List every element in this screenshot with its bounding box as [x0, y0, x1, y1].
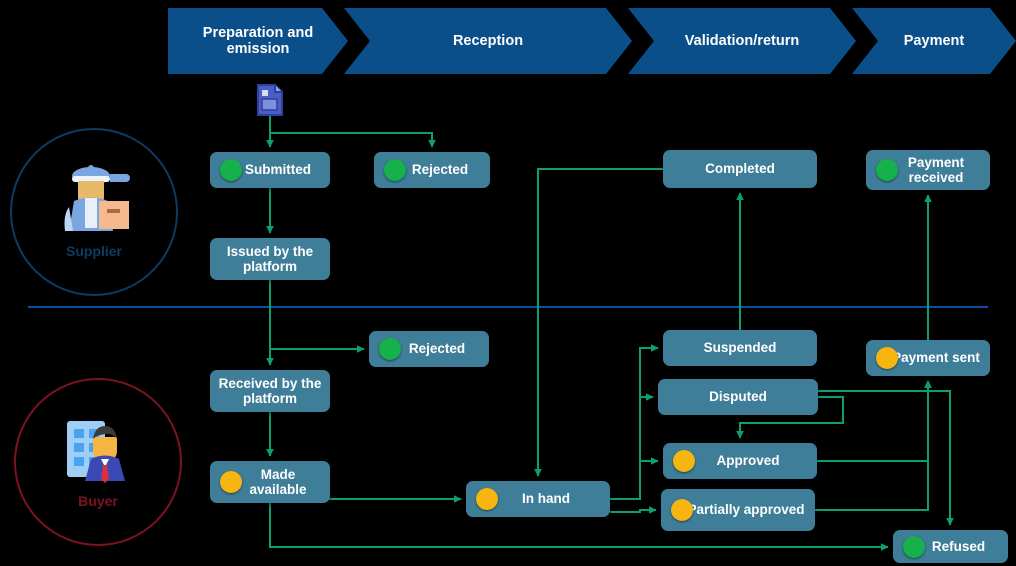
node-label: Made available	[249, 466, 307, 497]
node-disputed[interactable]: Disputed	[658, 379, 818, 415]
node-label: Suspended	[703, 340, 777, 356]
node-approved[interactable]: Approved	[663, 443, 817, 479]
node-label: Completed	[705, 161, 775, 177]
phase-chevron-0: Preparation and emission	[168, 8, 348, 74]
phase-label: Validation/return	[684, 32, 800, 49]
node-rejected-supplier[interactable]: Rejected	[374, 152, 490, 188]
invoice-document-icon	[256, 84, 284, 116]
node-label: Payment sent	[892, 350, 980, 366]
node-label: Submitted	[245, 162, 311, 178]
node-label: Rejected	[411, 162, 469, 178]
phase-chevron-3: Payment	[852, 8, 1016, 74]
lane-divider	[28, 306, 988, 308]
node-partially-approved[interactable]: Partially approved	[661, 489, 815, 531]
status-dot-amber	[476, 488, 498, 510]
node-completed[interactable]: Completed	[663, 150, 817, 188]
role-label: Buyer	[78, 493, 118, 509]
role-label: Supplier	[65, 243, 122, 259]
status-dot-amber	[673, 450, 695, 472]
node-label: Payment received	[907, 154, 965, 185]
node-label: Refused	[931, 538, 986, 554]
status-dot-green	[903, 535, 925, 558]
phase-chevron-2: Validation/return	[628, 8, 856, 74]
node-label: Partially approved	[687, 502, 805, 518]
role-supplier: Supplier	[10, 128, 178, 296]
node-in-hand[interactable]: In hand	[466, 481, 610, 517]
node-label: Approved	[716, 453, 780, 469]
status-dot-green	[384, 159, 406, 181]
node-label: Received by the platform	[218, 375, 322, 406]
status-dot-green	[876, 159, 898, 181]
node-submitted[interactable]: Submitted	[210, 152, 330, 188]
node-label: Disputed	[709, 389, 767, 405]
phase-label: Reception	[452, 32, 524, 49]
status-dot-amber	[876, 347, 898, 369]
node-label: In hand	[522, 491, 570, 507]
node-made-available[interactable]: Made available	[210, 461, 330, 503]
status-dot-green	[379, 338, 401, 360]
node-suspended[interactable]: Suspended	[663, 330, 817, 366]
node-issued[interactable]: Issued by the platform	[210, 238, 330, 280]
phase-chevron-1: Reception	[344, 8, 632, 74]
delivery-person-icon	[51, 165, 137, 241]
node-label: Rejected	[408, 341, 466, 357]
status-dot-green	[220, 159, 242, 181]
node-rejected-buyer[interactable]: Rejected	[369, 331, 489, 367]
node-payment-received[interactable]: Payment received	[866, 150, 990, 190]
office-worker-icon	[55, 415, 141, 491]
node-label: Issued by the platform	[226, 243, 314, 274]
status-dot-amber	[220, 471, 242, 493]
node-refused[interactable]: Refused	[893, 530, 1008, 563]
phase-label: Payment	[903, 32, 965, 49]
phase-label: Preparation and emission	[202, 24, 314, 57]
node-received[interactable]: Received by the platform	[210, 370, 330, 412]
node-payment-sent[interactable]: Payment sent	[866, 340, 990, 376]
status-dot-amber	[671, 499, 693, 521]
role-buyer: Buyer	[14, 378, 182, 546]
